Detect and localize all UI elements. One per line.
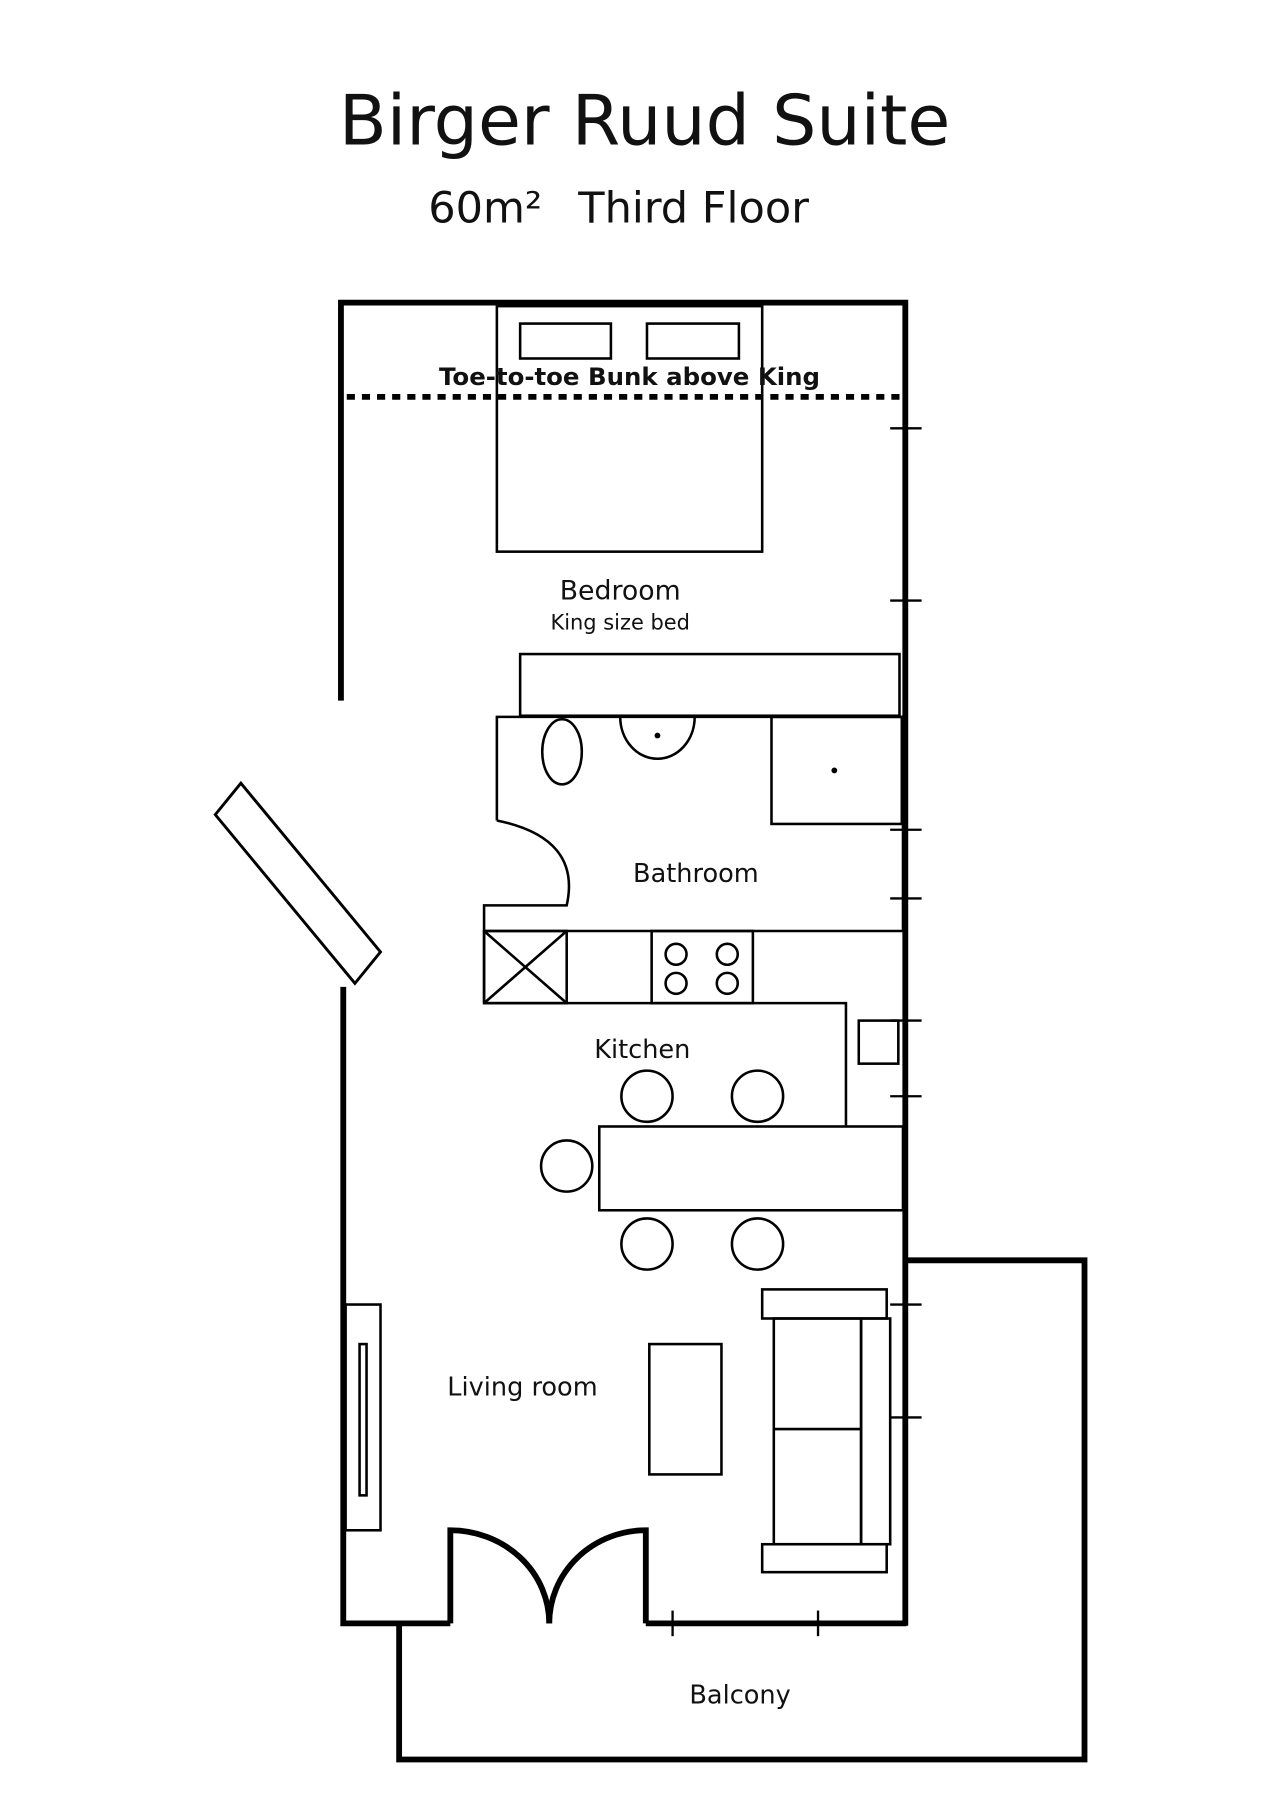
balcony-label: Balcony [689, 1681, 790, 1711]
balcony-double-door [447, 1527, 649, 1624]
pillow-right [645, 322, 741, 360]
bedroom-detail: King size bed [550, 611, 689, 635]
living-room-label: Living room [447, 1372, 597, 1402]
toilet [540, 717, 584, 786]
sofa [760, 1288, 892, 1574]
entry-door [213, 780, 383, 986]
window-ticks [671, 427, 922, 1637]
sink-cabinet [482, 929, 568, 1005]
plan-floor: Third Floor [577, 183, 809, 233]
kitchen-island [539, 1069, 905, 1271]
plan-area: 60m² [428, 183, 542, 233]
fridge [857, 1019, 900, 1065]
outer-walls [338, 299, 1088, 1763]
kitchen-label: Kitchen [594, 1035, 690, 1065]
kitchen-counter [482, 929, 903, 1126]
bathroom [482, 715, 905, 1004]
bedroom-label: Bedroom [560, 575, 681, 606]
king-bed [495, 304, 764, 553]
tv-cabinet [344, 1303, 382, 1532]
pillow-left [518, 322, 613, 360]
plan-title: Birger Ruud Suite [339, 80, 950, 161]
sink [618, 716, 696, 760]
shower [770, 715, 904, 826]
stove [650, 929, 755, 1005]
wardrobe [518, 652, 901, 718]
coffee-table [648, 1342, 723, 1476]
bunk-note: Toe-to-toe Bunk above King [439, 362, 820, 391]
bathroom-label: Bathroom [633, 859, 759, 889]
